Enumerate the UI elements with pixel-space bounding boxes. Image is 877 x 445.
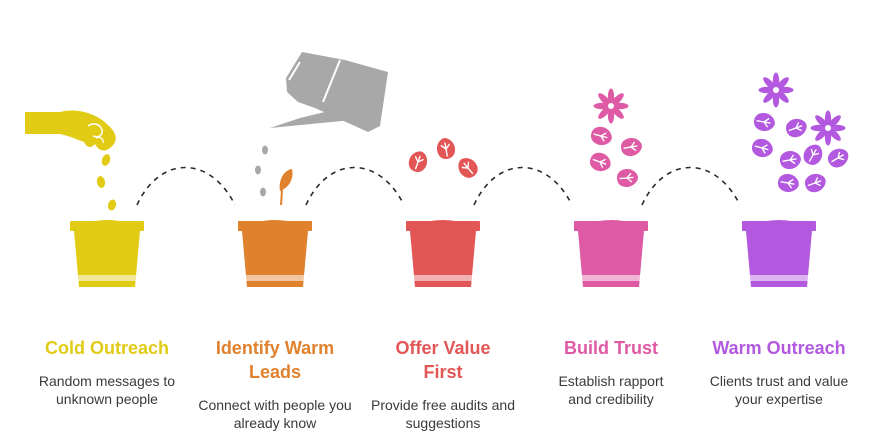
pot-2 [238,220,312,287]
leaves-flower-icon [586,88,645,189]
pot-1 [70,220,144,287]
stage-description: Provide free audits and suggestions [371,397,515,431]
connector-3-4 [473,166,573,206]
stage-description: Establish rapport and credibility [558,373,664,407]
connector-1-2 [136,166,236,206]
bush-flowers-icon [749,72,853,196]
stage-offer-value-first: Offer Value First Provide free audits an… [348,336,538,432]
stage-description: Random messages to unknown people [38,373,176,407]
connector-4-5 [641,166,741,206]
pot-5 [742,220,816,287]
stage-title: Cold Outreach [44,338,169,358]
stage-title: Warm Outreach [712,338,846,358]
stage-description: Connect with people you already know [198,397,352,431]
dashed-connectors [136,166,741,206]
sprout-icon [279,169,293,206]
stage-cold-outreach: Cold Outreach Random messages to unknown… [12,336,202,408]
sprout-leaves-icon [405,135,483,183]
pot-4 [574,220,648,287]
pot-3 [406,220,480,287]
watering-can-icon [270,52,388,132]
stage-identify-warm-leads: Identify Warm Leads Connect with people … [180,336,370,432]
stage-title: Identify Warm Leads [215,338,335,382]
stage-description: Clients trust and value your expertise [709,373,849,407]
stage-build-trust: Build Trust Establish rapport and credib… [516,336,706,408]
hand-dropping-seeds-icon [25,110,117,211]
water-drops [255,145,268,197]
stage-warm-outreach: Warm Outreach Clients trust and value yo… [684,336,874,408]
connector-2-3 [305,166,405,206]
stage-title: Build Trust [564,338,658,358]
stage-title: Offer Value First [395,338,491,382]
